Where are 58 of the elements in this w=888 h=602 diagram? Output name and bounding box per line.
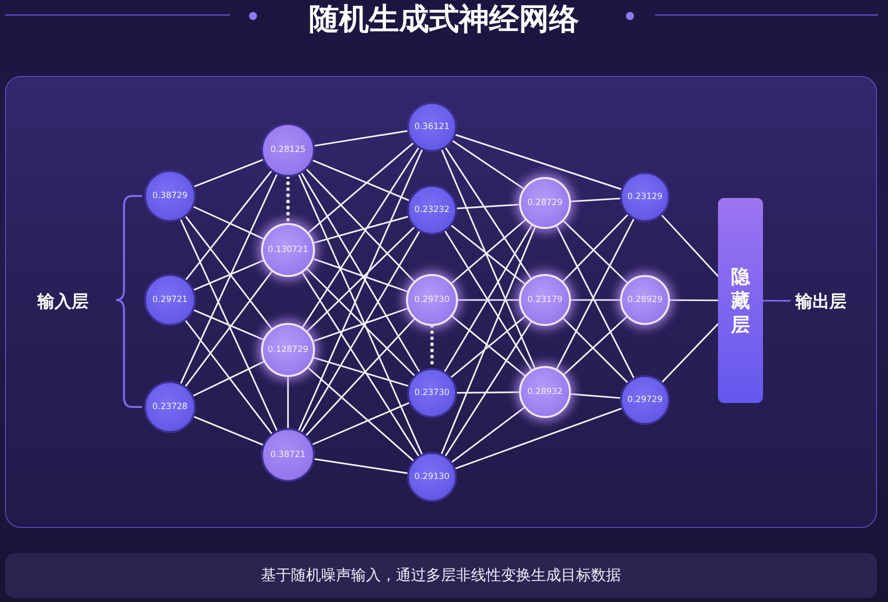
- connection-line: [306, 226, 415, 332]
- connection-line: [456, 391, 520, 394]
- connection-line: [662, 323, 719, 383]
- connection-line: [298, 174, 423, 455]
- connection-line: [314, 458, 408, 474]
- connection-line: [306, 168, 415, 282]
- title: 随机生成式神经网络: [308, 1, 580, 39]
- connection-line: [661, 214, 719, 277]
- connection-line: [312, 308, 408, 342]
- caption-text: 基于随机噪声输入，通过多层非线性变换生成目标数据: [5, 553, 877, 598]
- connection-line: [193, 260, 264, 291]
- connection-line: [444, 147, 532, 280]
- connection-line: [185, 216, 272, 330]
- layer-label: 输入层: [36, 290, 90, 313]
- connection-line: [456, 204, 520, 210]
- connection-line: [300, 172, 420, 372]
- connection-line: [308, 142, 414, 234]
- connection-line: [306, 318, 416, 436]
- connection-line: [451, 406, 526, 463]
- connection-line: [185, 170, 272, 280]
- connection-line: [312, 258, 408, 292]
- connection-line: [441, 149, 536, 369]
- connection-line: [570, 299, 621, 301]
- connection-line: [312, 160, 410, 202]
- connection-line: [313, 356, 409, 387]
- connection-line: [180, 174, 278, 384]
- connection-line: [192, 360, 264, 396]
- connection-line: [570, 393, 621, 399]
- layer-label: 输出层: [790, 289, 852, 313]
- connection-line: [570, 198, 621, 202]
- connection-line: [762, 300, 791, 302]
- connection-line: [314, 130, 408, 147]
- connection-line: [307, 367, 414, 462]
- connection-line: [302, 272, 420, 457]
- connection-line: [440, 226, 536, 455]
- connection-line: [669, 299, 719, 302]
- connection-line: [298, 149, 423, 432]
- connection-line: [452, 140, 524, 190]
- connection-line: [184, 270, 273, 388]
- connection-line: [180, 218, 278, 432]
- connection-line: [444, 321, 532, 457]
- layer-bar: 隐藏层: [718, 198, 763, 403]
- connection-line: [287, 376, 289, 429]
- connection-line: [312, 402, 410, 446]
- connection-line: [300, 230, 420, 433]
- connection-line: [193, 159, 264, 188]
- connection-line: [454, 408, 622, 470]
- connection-line: [193, 309, 264, 340]
- connection-line: [563, 316, 628, 376]
- connection-line: [562, 318, 628, 384]
- connection-line: [313, 216, 409, 244]
- connection-line: [302, 147, 420, 328]
- connection-line: [192, 206, 264, 240]
- connection-line: [454, 134, 622, 190]
- connection-line: [457, 299, 520, 301]
- connection-line: [184, 320, 272, 434]
- connection-line: [193, 416, 264, 446]
- connection-line: [306, 268, 416, 376]
